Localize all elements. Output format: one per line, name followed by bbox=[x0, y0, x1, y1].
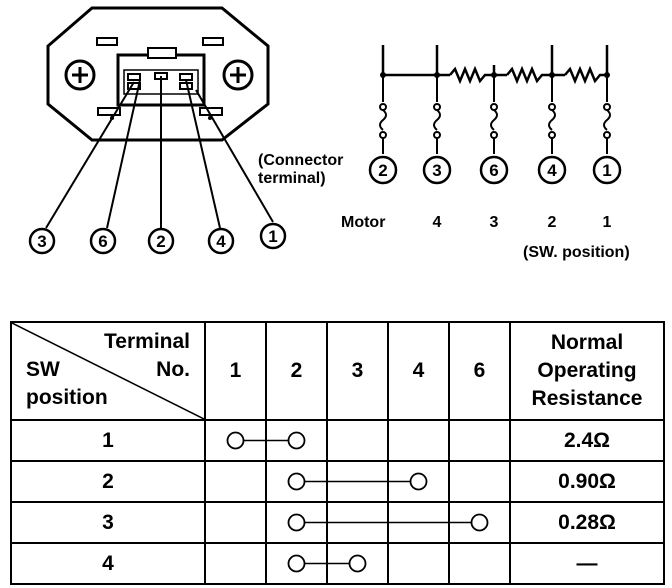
connector-pin-label-1: 1 bbox=[259, 222, 287, 250]
connector-pin-label-2: 2 bbox=[147, 227, 175, 255]
sw-position-cell: 1 bbox=[10, 419, 206, 462]
screw-icon-right bbox=[222, 59, 254, 91]
svg-text:6: 6 bbox=[98, 232, 107, 251]
svg-text:2: 2 bbox=[156, 232, 165, 251]
switch-schematic: 2 3 6 4 1 (Connector terminal) Motor 4 3… bbox=[258, 45, 630, 261]
position-label-1: 1 bbox=[603, 214, 612, 231]
column-header-2: 2 bbox=[265, 321, 328, 421]
column-header-3: 3 bbox=[326, 321, 389, 421]
table-row: 2 0.90Ω bbox=[10, 460, 665, 503]
schematic-terminal-2: 2 bbox=[368, 155, 398, 185]
sw-position-cell: 2 bbox=[10, 460, 206, 503]
screw-icon-left bbox=[64, 59, 96, 91]
svg-text:3: 3 bbox=[432, 161, 441, 180]
resistance-value: 0.28Ω bbox=[509, 501, 665, 544]
column-header-1: 1 bbox=[204, 321, 267, 421]
svg-text:2: 2 bbox=[378, 161, 387, 180]
position-label-4: 4 bbox=[433, 214, 442, 231]
resistance-table: Terminal No. SW position 1 2 3 4 6 Norma… bbox=[10, 321, 665, 585]
table-row: 4 — bbox=[10, 542, 665, 585]
connector-terminal-label-line1: (Connector bbox=[258, 152, 343, 169]
svg-text:6: 6 bbox=[489, 161, 498, 180]
header-terminal: Terminal bbox=[104, 330, 190, 353]
schematic-terminal-6: 6 bbox=[479, 155, 509, 185]
connector-drawing: 3 6 2 4 1 bbox=[28, 6, 287, 255]
resistance-value: 0.90Ω bbox=[509, 460, 665, 503]
resistance-value: — bbox=[509, 542, 665, 585]
sw-position-label: (SW. position) bbox=[523, 244, 630, 261]
sw-position-cell: 3 bbox=[10, 501, 206, 544]
svg-text:1: 1 bbox=[268, 227, 277, 246]
schematic-terminal-4: 4 bbox=[537, 155, 567, 185]
schematic-terminal-3: 3 bbox=[422, 155, 452, 185]
resistance-value: 2.4Ω bbox=[509, 419, 665, 462]
connector-terminal-label-line2: terminal) bbox=[258, 170, 326, 187]
table-row: 3 0.28Ω bbox=[10, 501, 665, 544]
svg-text:3: 3 bbox=[37, 232, 46, 251]
connector-pin-label-6: 6 bbox=[89, 227, 117, 255]
resistance-header: Normal Operating Resistance bbox=[509, 321, 665, 421]
table-corner-header: Terminal No. SW position bbox=[10, 321, 206, 421]
header-sw: SW bbox=[26, 358, 60, 381]
header-no: No. bbox=[156, 358, 190, 381]
position-label-2: 2 bbox=[548, 214, 557, 231]
table-header-row: Terminal No. SW position 1 2 3 4 6 Norma… bbox=[10, 321, 665, 421]
schematic-terminal-1: 1 bbox=[592, 155, 622, 185]
motor-label: Motor bbox=[341, 214, 385, 231]
connector-pin-label-3: 3 bbox=[28, 227, 56, 255]
svg-text:4: 4 bbox=[547, 161, 557, 180]
svg-text:4: 4 bbox=[216, 232, 226, 251]
column-header-6: 6 bbox=[448, 321, 511, 421]
column-header-4: 4 bbox=[387, 321, 450, 421]
table-row: 1 2.4Ω bbox=[10, 419, 665, 462]
connector-pin-label-4: 4 bbox=[207, 227, 235, 255]
svg-text:1: 1 bbox=[602, 161, 611, 180]
position-label-3: 3 bbox=[490, 214, 499, 231]
header-position: position bbox=[26, 386, 108, 409]
sw-position-cell: 4 bbox=[10, 542, 206, 585]
